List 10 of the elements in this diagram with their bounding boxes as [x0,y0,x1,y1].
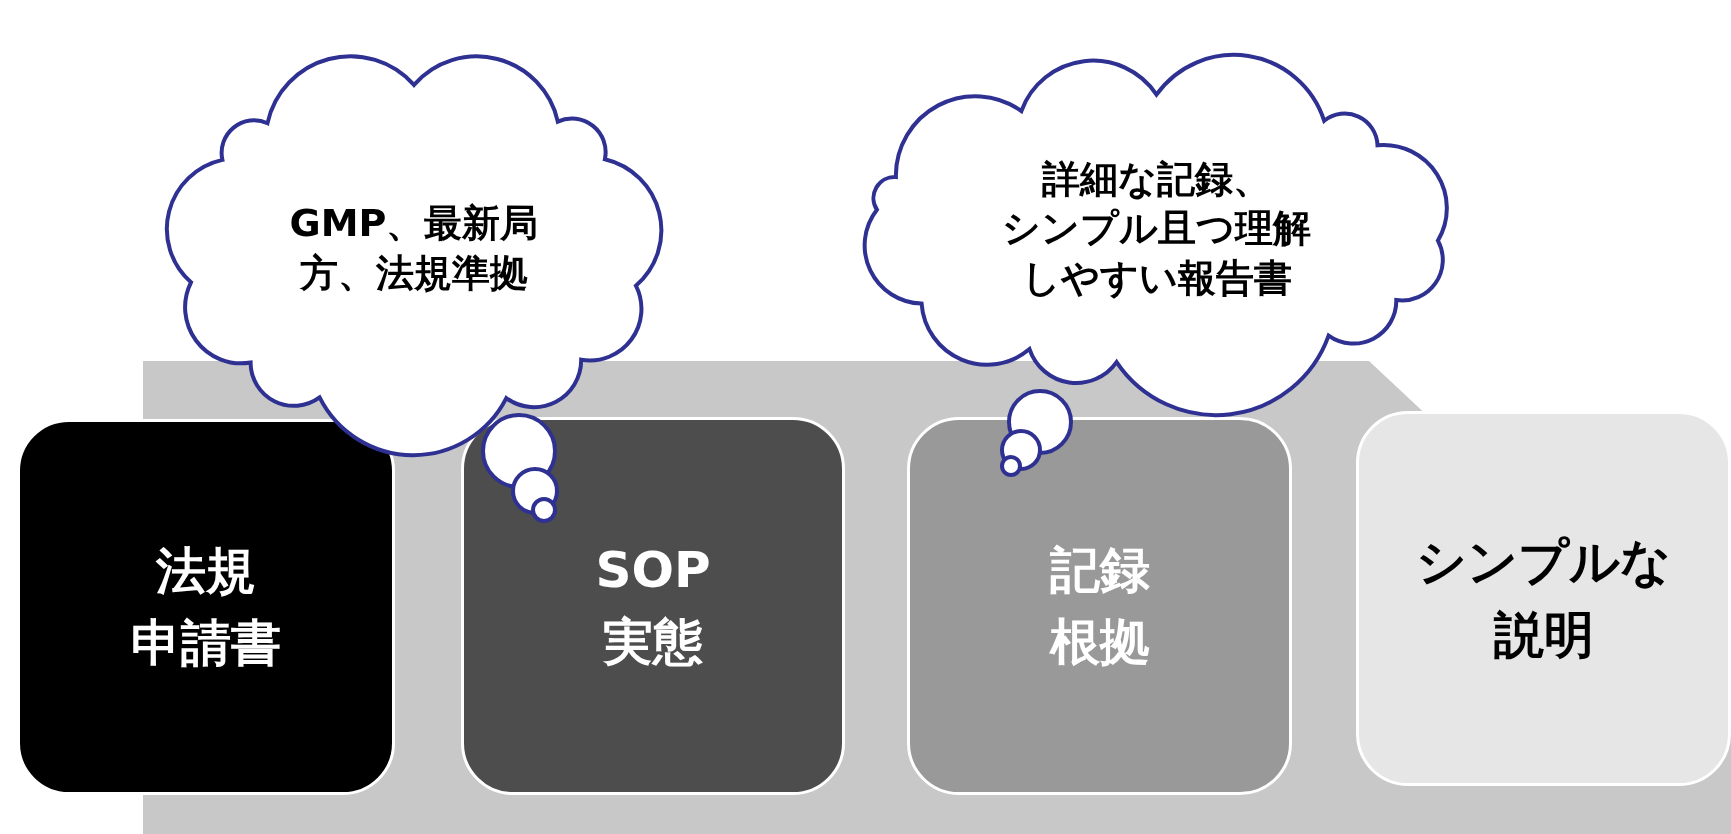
box-label: 記録根拠 [1049,539,1150,673]
process-box [1356,411,1731,786]
process-box [17,419,395,795]
process-box [461,417,845,795]
process-box [907,417,1292,795]
box-label: シンプルな説明 [1416,532,1671,666]
cloud-text: 詳細な記録、シンプル且つ理解しやすい報告書 [1002,155,1311,302]
box-label: 法規申請書 [131,540,281,674]
cloud-text: GMP、最新局方、法規準拠 [289,200,539,297]
box-label: SOP実態 [595,539,711,673]
